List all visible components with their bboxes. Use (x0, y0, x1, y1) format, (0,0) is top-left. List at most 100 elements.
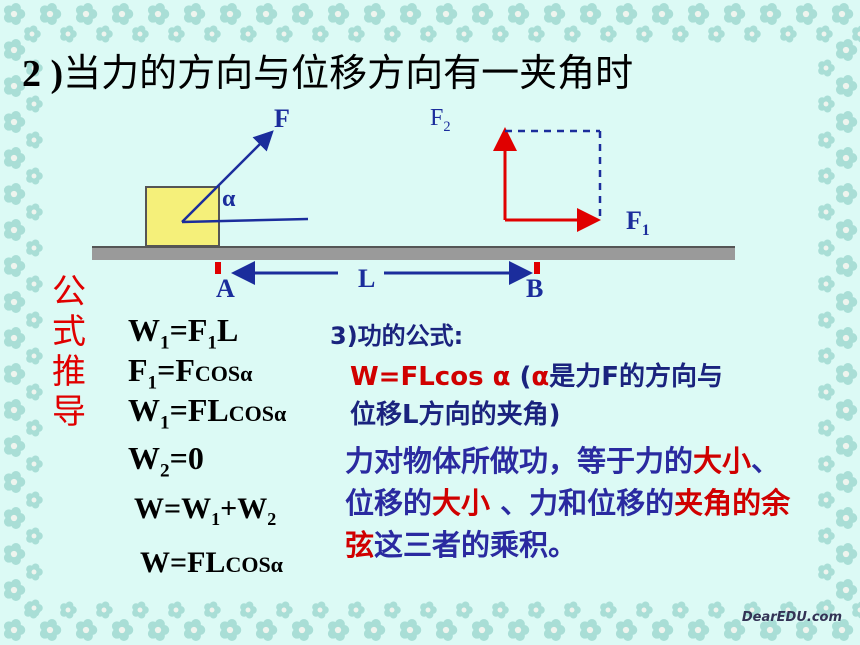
flower-decoration (240, 25, 257, 43)
flower-decoration (831, 3, 854, 25)
flower-decoration (528, 25, 545, 43)
flower-decoration (26, 599, 43, 617)
flower-decoration (852, 601, 860, 619)
flower-decoration (687, 3, 710, 25)
flower-decoration (348, 25, 365, 43)
flower-decoration (528, 601, 545, 619)
flower-decoration (818, 527, 835, 545)
flower-decoration (3, 435, 26, 457)
eq-line3: W1=FLCOSα (128, 392, 287, 434)
flower-decoration (818, 167, 835, 185)
flower-decoration (26, 311, 43, 329)
formula-note: 位移L方向的夹角) (350, 400, 561, 430)
flower-decoration (723, 3, 746, 25)
flower-decoration (26, 527, 43, 545)
flower-decoration (183, 3, 206, 25)
flower-decoration (651, 3, 674, 25)
flower-decoration (835, 183, 858, 205)
flower-decoration (3, 183, 26, 205)
flower-decoration (255, 619, 278, 641)
flower-decoration (543, 619, 566, 641)
flower-decoration (420, 25, 437, 43)
flower-decoration (3, 363, 26, 385)
horizontal-reference (181, 217, 309, 224)
flower-decoration (312, 601, 329, 619)
flower-decoration (384, 25, 401, 43)
flower-decoration (818, 311, 835, 329)
flower-decoration (3, 399, 26, 421)
flower-decoration (600, 25, 617, 43)
flower-decoration (3, 619, 26, 641)
flower-decoration (26, 419, 43, 437)
flower-decoration (780, 25, 797, 43)
label-f1: F1 (626, 206, 650, 240)
label-f: F (274, 104, 290, 133)
flower-decoration (835, 471, 858, 493)
flower-decoration (456, 25, 473, 43)
flower-decoration (759, 3, 782, 25)
flower-decoration (615, 619, 638, 641)
formula-line: W=FLcos α (α是力F的方向与 (350, 362, 724, 392)
flower-decoration (39, 619, 62, 641)
flower-decoration (168, 601, 185, 619)
flower-decoration (3, 579, 26, 601)
flower-decoration (96, 25, 113, 43)
flower-decoration (26, 95, 43, 113)
flower-decoration (564, 601, 581, 619)
flower-decoration (420, 601, 437, 619)
flower-decoration (835, 543, 858, 565)
flower-decoration (636, 601, 653, 619)
flower-decoration (835, 579, 858, 601)
flower-decoration (795, 619, 818, 641)
flower-decoration (564, 25, 581, 43)
flower-decoration (835, 291, 858, 313)
flower-decoration (3, 75, 26, 97)
label-b: B (526, 274, 544, 303)
eq-line5: W=W1+W2 (134, 492, 277, 529)
side-label: 公式推导 (52, 272, 86, 432)
flower-decoration (708, 601, 725, 619)
flower-decoration (26, 275, 43, 293)
flower-decoration (835, 327, 858, 349)
flower-decoration (723, 619, 746, 641)
flower-decoration (579, 619, 602, 641)
flower-decoration (492, 601, 509, 619)
flower-decoration (672, 25, 689, 43)
marker-b (534, 262, 540, 274)
flower-decoration (456, 601, 473, 619)
flower-decoration (818, 131, 835, 149)
flower-decoration (255, 3, 278, 25)
definition-paragraph: 力对物体所做功，等于力的大小、位移的大小 、力和位移的夹角的余弦这三者的乘积。 (345, 444, 791, 562)
flower-decoration (168, 25, 185, 43)
flower-decoration (543, 3, 566, 25)
flower-decoration (26, 347, 43, 365)
flower-decoration (96, 601, 113, 619)
flower-decoration (3, 327, 26, 349)
flower-decoration (399, 619, 422, 641)
label-alpha: α (222, 186, 236, 212)
flower-decoration (816, 25, 833, 43)
eq-line6: W=FLCOSα (140, 546, 283, 579)
flower-decoration (600, 601, 617, 619)
page-title: 2 )当力的方向与位移方向有一夹角时 (22, 51, 634, 95)
flower-decoration (835, 219, 858, 241)
flower-decoration (147, 3, 170, 25)
flower-decoration (835, 507, 858, 529)
flower-decoration (26, 59, 43, 77)
flower-decoration (795, 3, 818, 25)
flower-decoration (852, 25, 860, 43)
flower-decoration (26, 455, 43, 473)
flower-decoration (835, 363, 858, 385)
flower-decoration (75, 3, 98, 25)
flower-decoration (687, 619, 710, 641)
eq-line1: W1=F1L (128, 312, 239, 354)
flower-decoration (835, 111, 858, 133)
flower-decoration (471, 3, 494, 25)
flower-decoration (3, 147, 26, 169)
flower-decoration (312, 25, 329, 43)
flower-decoration (835, 39, 858, 61)
force-arrow (181, 130, 274, 223)
flower-decoration (240, 601, 257, 619)
flower-decoration (384, 601, 401, 619)
